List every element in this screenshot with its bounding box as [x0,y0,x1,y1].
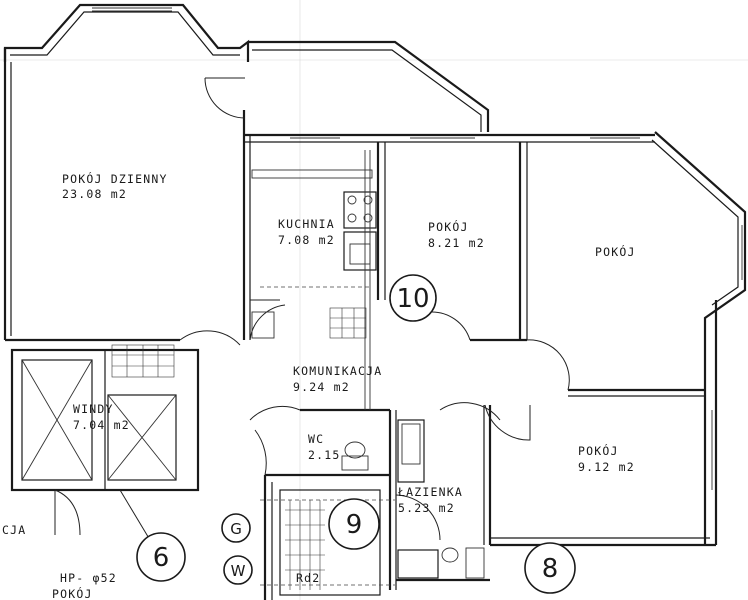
kitchen-area: 7.08 m2 [278,233,335,247]
marker-8: 8 [524,542,576,594]
elevator-shafts [21,344,177,541]
room3-name: POKÓJ [578,443,619,458]
living-room-area: 23.08 m2 [62,187,127,201]
marker-10-label: 10 [396,284,429,314]
outer-walls [3,3,747,547]
marker-w: W [223,555,253,585]
bathroom-name: ŁAZIENKA [397,485,463,499]
marker-9: 9 [328,498,380,550]
corridor-area: 9.24 m2 [293,380,350,394]
room3-area: 9.12 m2 [578,460,635,474]
elevators-name: WINDY [73,402,114,416]
room1-area: 8.21 m2 [428,236,485,250]
doors [179,77,570,541]
room1-name: POKÓJ [428,219,469,234]
marker-10: 10 [389,274,437,322]
living-room-name: POKÓJ DZIENNY [62,171,168,186]
windows [92,7,743,490]
marker-g: G [221,513,251,543]
kitchen-fixtures [251,150,377,410]
bathroom-area: 5.23 m2 [398,501,455,515]
hp-note: HP- φ52 [60,571,117,585]
cja-label: CJA [2,523,26,537]
room2-name: POKÓJ [595,244,636,259]
marker-9-label: 9 [346,510,363,540]
marker-6-label: 6 [153,543,170,573]
wc-name: WC [308,432,324,446]
rd-note: Rd2 [296,571,320,585]
room-labels: POKÓJ DZIENNY 23.08 m2 KUCHNIA 7.08 m2 P… [2,171,636,600]
wc-area: 2.15 [308,448,341,462]
marker-g-label: G [230,520,242,538]
marker-6: 6 [136,532,186,582]
marker-8-label: 8 [542,554,559,584]
elevators-area: 7.04 m2 [73,418,130,432]
bottom-left-label: POKÓJ [52,586,93,600]
kitchen-name: KUCHNIA [278,217,335,231]
bath-fixtures [260,419,485,596]
corridor-name: KOMUNIKACJA [293,364,382,378]
marker-w-label: W [231,562,246,580]
